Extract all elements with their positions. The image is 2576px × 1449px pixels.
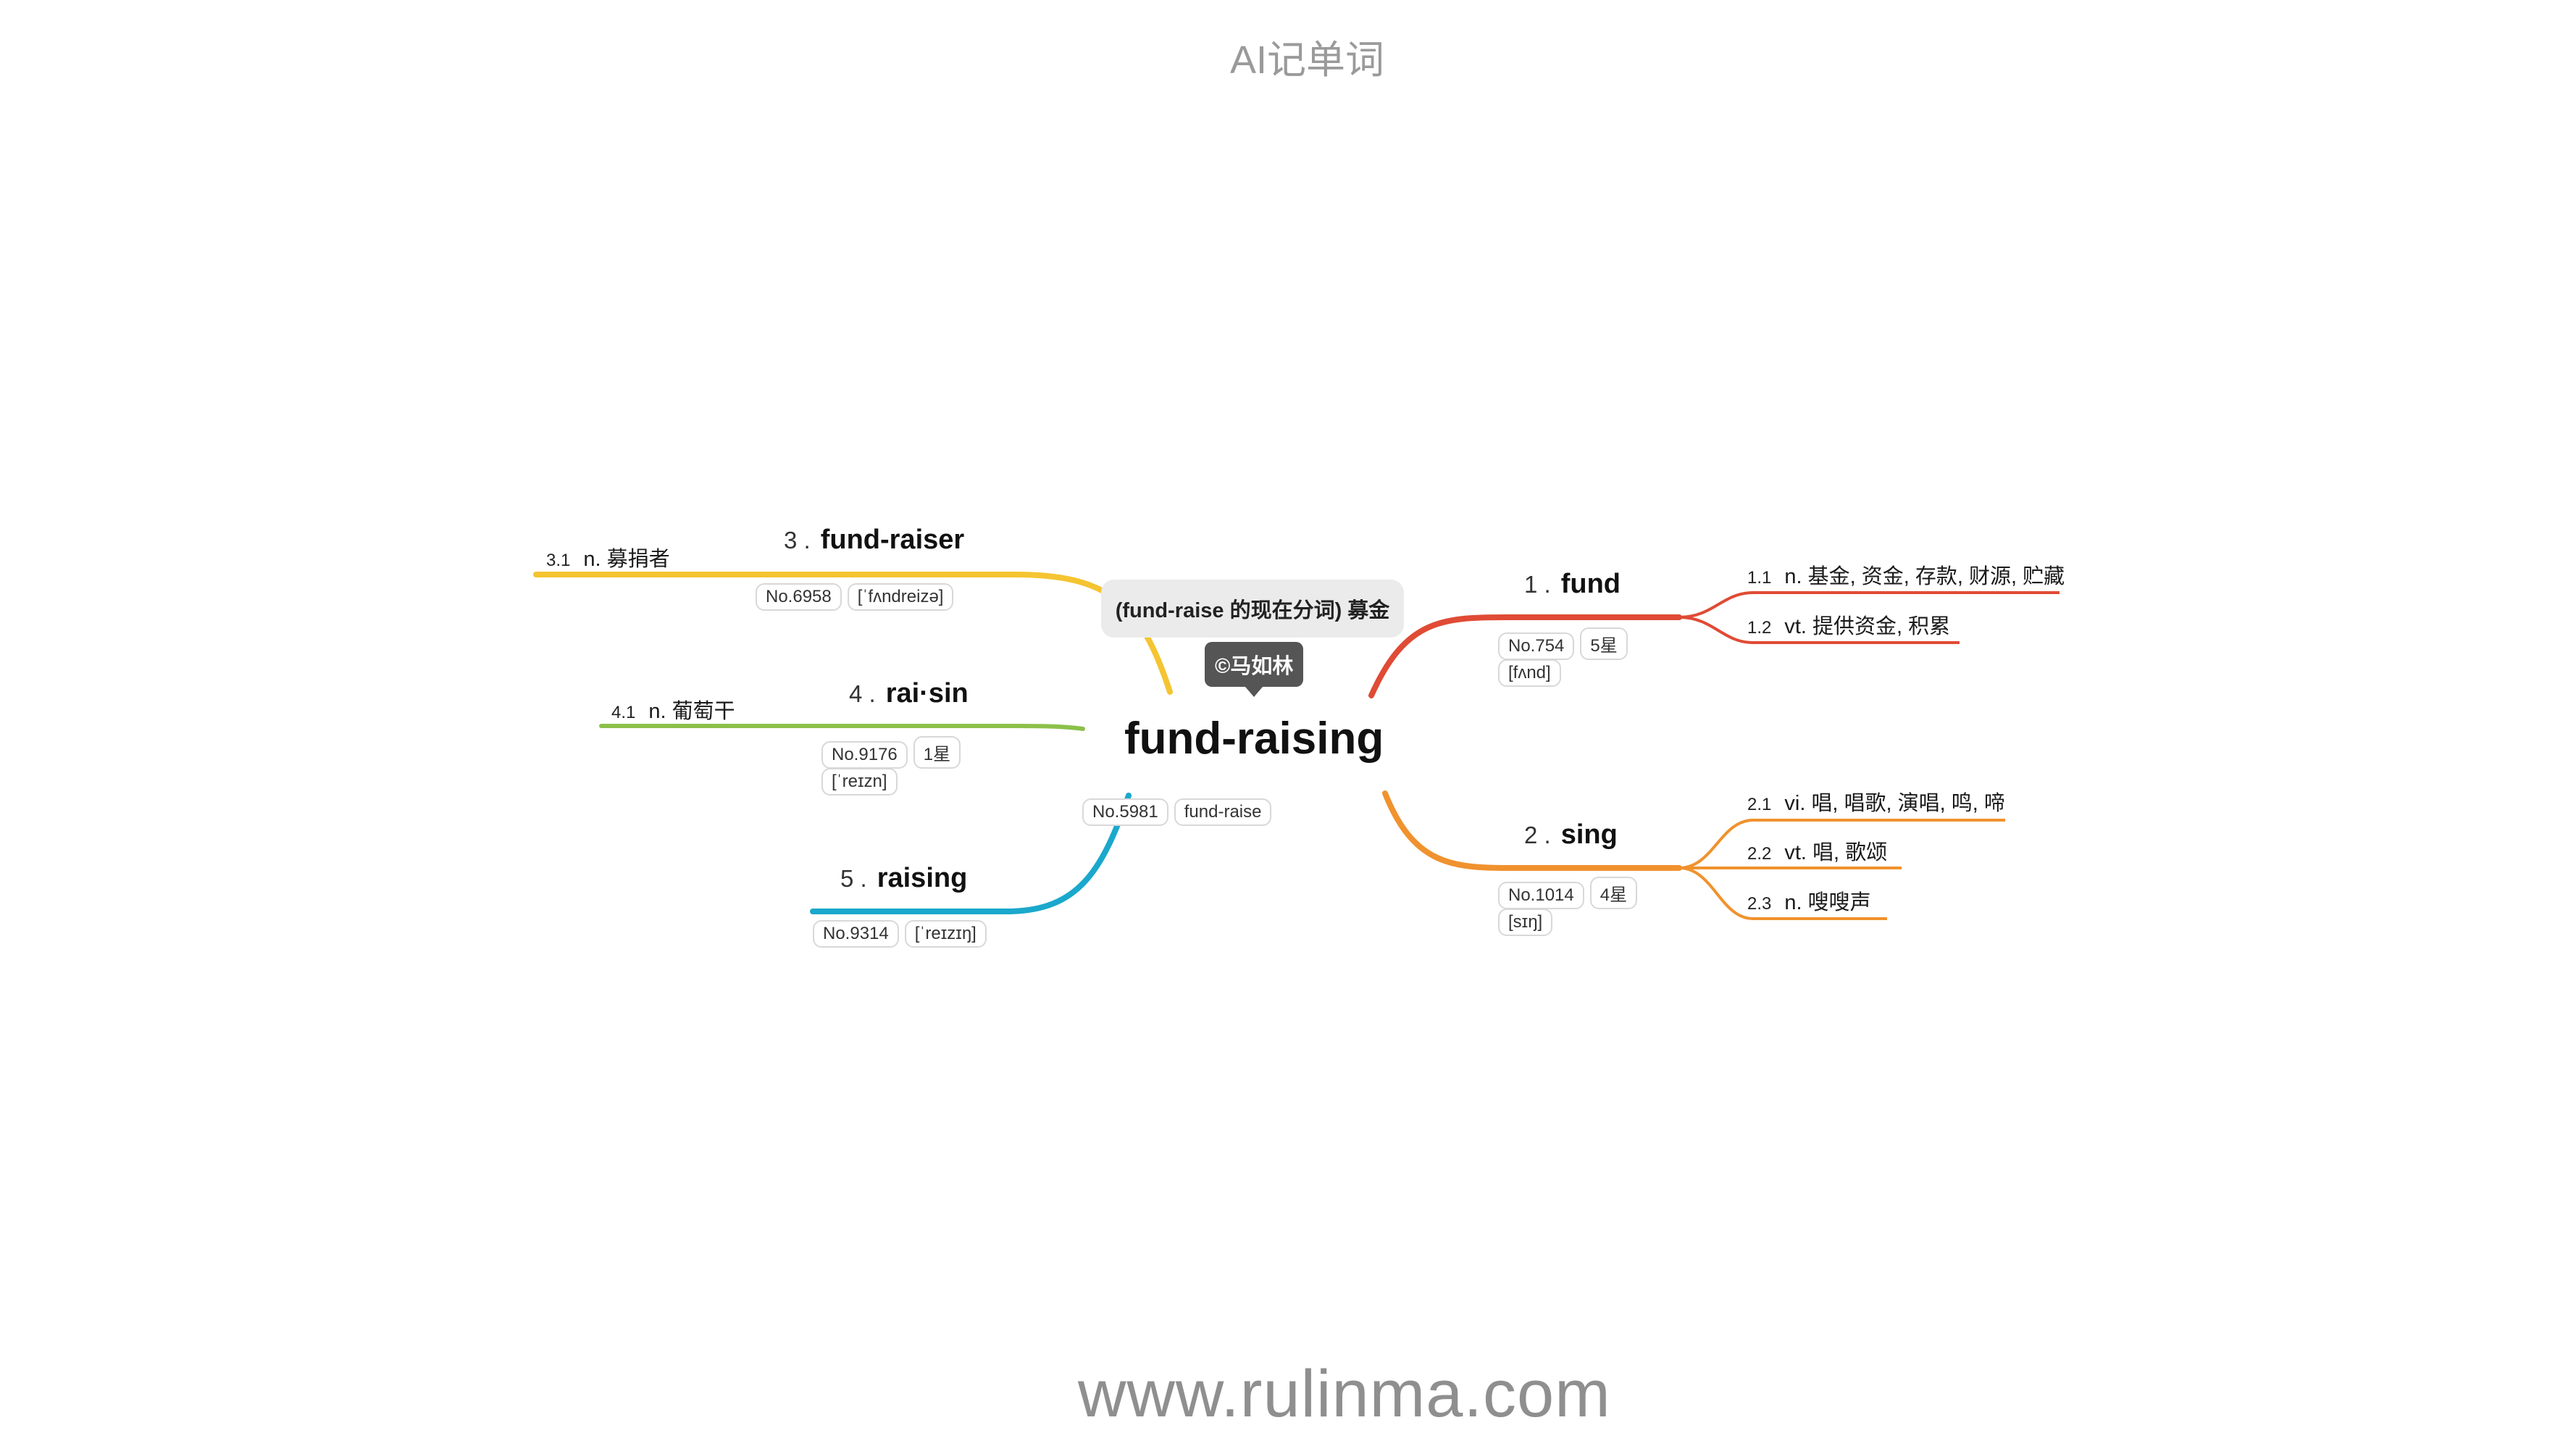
sense-1-2-text: vt. 提供资金, 积累 xyxy=(1784,615,1951,638)
branch-4-tag-stars: 1星 xyxy=(913,736,961,769)
app-title: AI记单词 xyxy=(1230,38,1385,82)
connector-branch-1 xyxy=(1368,614,1682,698)
sense-1-2-number: 1.2 xyxy=(1747,618,1772,638)
sense-4-1-text: n. 葡萄干 xyxy=(648,700,735,723)
branch-2-number: 2 . xyxy=(1524,822,1551,848)
sense-1-1-text: n. 基金, 资金, 存款, 财源, 贮藏 xyxy=(1784,565,2065,588)
sense-2-2-text: vt. 唱, 歌颂 xyxy=(1784,841,1888,864)
branch-1-phonetic-row: [fʌnd] xyxy=(1498,659,1567,687)
branch-1-tag-number: No.754 xyxy=(1498,632,1575,660)
sense-4-1[interactable]: 4.1 n. 葡萄干 xyxy=(611,694,735,724)
branch-3-tag-phonetic: [ˈfʌndreizə] xyxy=(847,583,954,611)
branch-4-title[interactable]: 4 . rai·sin xyxy=(849,678,969,709)
sense-3-1-number: 3.1 xyxy=(546,551,571,570)
branch-2-phonetic-row: [sɪŋ] xyxy=(1498,909,1558,936)
branch-5-tag-number: No.9314 xyxy=(813,920,899,948)
central-tag-root: fund-raise xyxy=(1174,798,1272,826)
sense-2-1-text: vi. 唱, 唱歌, 演唱, 鸣, 啼 xyxy=(1784,792,2005,815)
definition-note: (fund-raise 的现在分词) 募金 xyxy=(1101,580,1404,638)
branch-2-tag-number: No.1014 xyxy=(1498,882,1584,909)
sense-2-1-number: 2.1 xyxy=(1747,795,1772,814)
sense-3-1[interactable]: 3.1 n. 募捐者 xyxy=(546,542,670,572)
branch-1-title[interactable]: 1 . fund xyxy=(1524,569,1621,600)
sense-3-1-text: n. 募捐者 xyxy=(583,548,670,571)
branch-2-title[interactable]: 2 . sing xyxy=(1524,819,1618,851)
connector-sense-2-1 xyxy=(1678,819,2005,869)
sense-2-2[interactable]: 2.2 vt. 唱, 歌颂 xyxy=(1747,835,1887,866)
branch-3-title[interactable]: 3 . fund-raiser xyxy=(784,525,964,556)
branch-1-tag-stars: 5星 xyxy=(1580,627,1628,660)
branch-4-phonetic-row: [ˈreɪzn] xyxy=(821,768,903,796)
sense-2-3[interactable]: 2.3 n. 嗖嗖声 xyxy=(1747,885,1871,916)
connector-sense-2-3 xyxy=(1678,867,1887,920)
branch-5-word: raising xyxy=(877,863,968,893)
sense-2-3-text: n. 嗖嗖声 xyxy=(1784,891,1871,914)
sense-1-2[interactable]: 1.2 vt. 提供资金, 积累 xyxy=(1747,609,1950,640)
branch-1-number: 1 . xyxy=(1524,571,1551,598)
branch-2-tag-phonetic: [sɪŋ] xyxy=(1498,909,1553,936)
branch-3-number: 3 . xyxy=(784,527,811,554)
central-word[interactable]: fund-raising xyxy=(1124,714,1384,764)
sense-4-1-number: 4.1 xyxy=(611,703,636,722)
branch-5-tags: No.9314[ˈreɪzɪŋ] xyxy=(813,920,992,948)
branch-1-word: fund xyxy=(1560,569,1621,599)
branch-4-number: 4 . xyxy=(849,680,876,707)
credit-badge: ©马如林 xyxy=(1205,642,1304,697)
connector-sense-1-1 xyxy=(1678,591,2059,619)
connector-branch-4 xyxy=(599,724,1085,731)
footer-url[interactable]: www.rulinma.com xyxy=(1078,1357,1611,1431)
branch-2-tag-stars: 4星 xyxy=(1589,877,1638,909)
connector-branch-5 xyxy=(810,793,1132,914)
branch-4-tag-phonetic: [ˈreɪzn] xyxy=(821,768,898,796)
branch-3-tags: No.6958[ˈfʌndreizə] xyxy=(756,583,959,611)
branch-3-word: fund-raiser xyxy=(820,525,965,555)
connector-branch-2 xyxy=(1382,790,1682,871)
sense-2-2-number: 2.2 xyxy=(1747,844,1772,864)
branch-2-word: sing xyxy=(1560,819,1618,850)
sense-2-1[interactable]: 2.1 vi. 唱, 唱歌, 演唱, 鸣, 啼 xyxy=(1747,786,2005,817)
branch-5-tag-phonetic: [ˈreɪzɪŋ] xyxy=(904,920,987,948)
sense-2-3-number: 2.3 xyxy=(1747,894,1772,914)
sense-1-1[interactable]: 1.1 n. 基金, 资金, 存款, 财源, 贮藏 xyxy=(1747,559,2065,590)
branch-4-tag-number: No.9176 xyxy=(821,741,908,769)
sense-1-1-number: 1.1 xyxy=(1747,568,1772,588)
branch-4-word: rai·sin xyxy=(885,678,969,709)
branch-3-tag-number: No.6958 xyxy=(756,583,842,611)
branch-5-number: 5 . xyxy=(840,865,867,892)
central-tag-number: No.5981 xyxy=(1082,798,1168,826)
connector-sense-1-2 xyxy=(1678,616,1960,644)
branch-5-title[interactable]: 5 . raising xyxy=(840,863,967,894)
branch-1-tag-phonetic: [fʌnd] xyxy=(1498,659,1561,687)
